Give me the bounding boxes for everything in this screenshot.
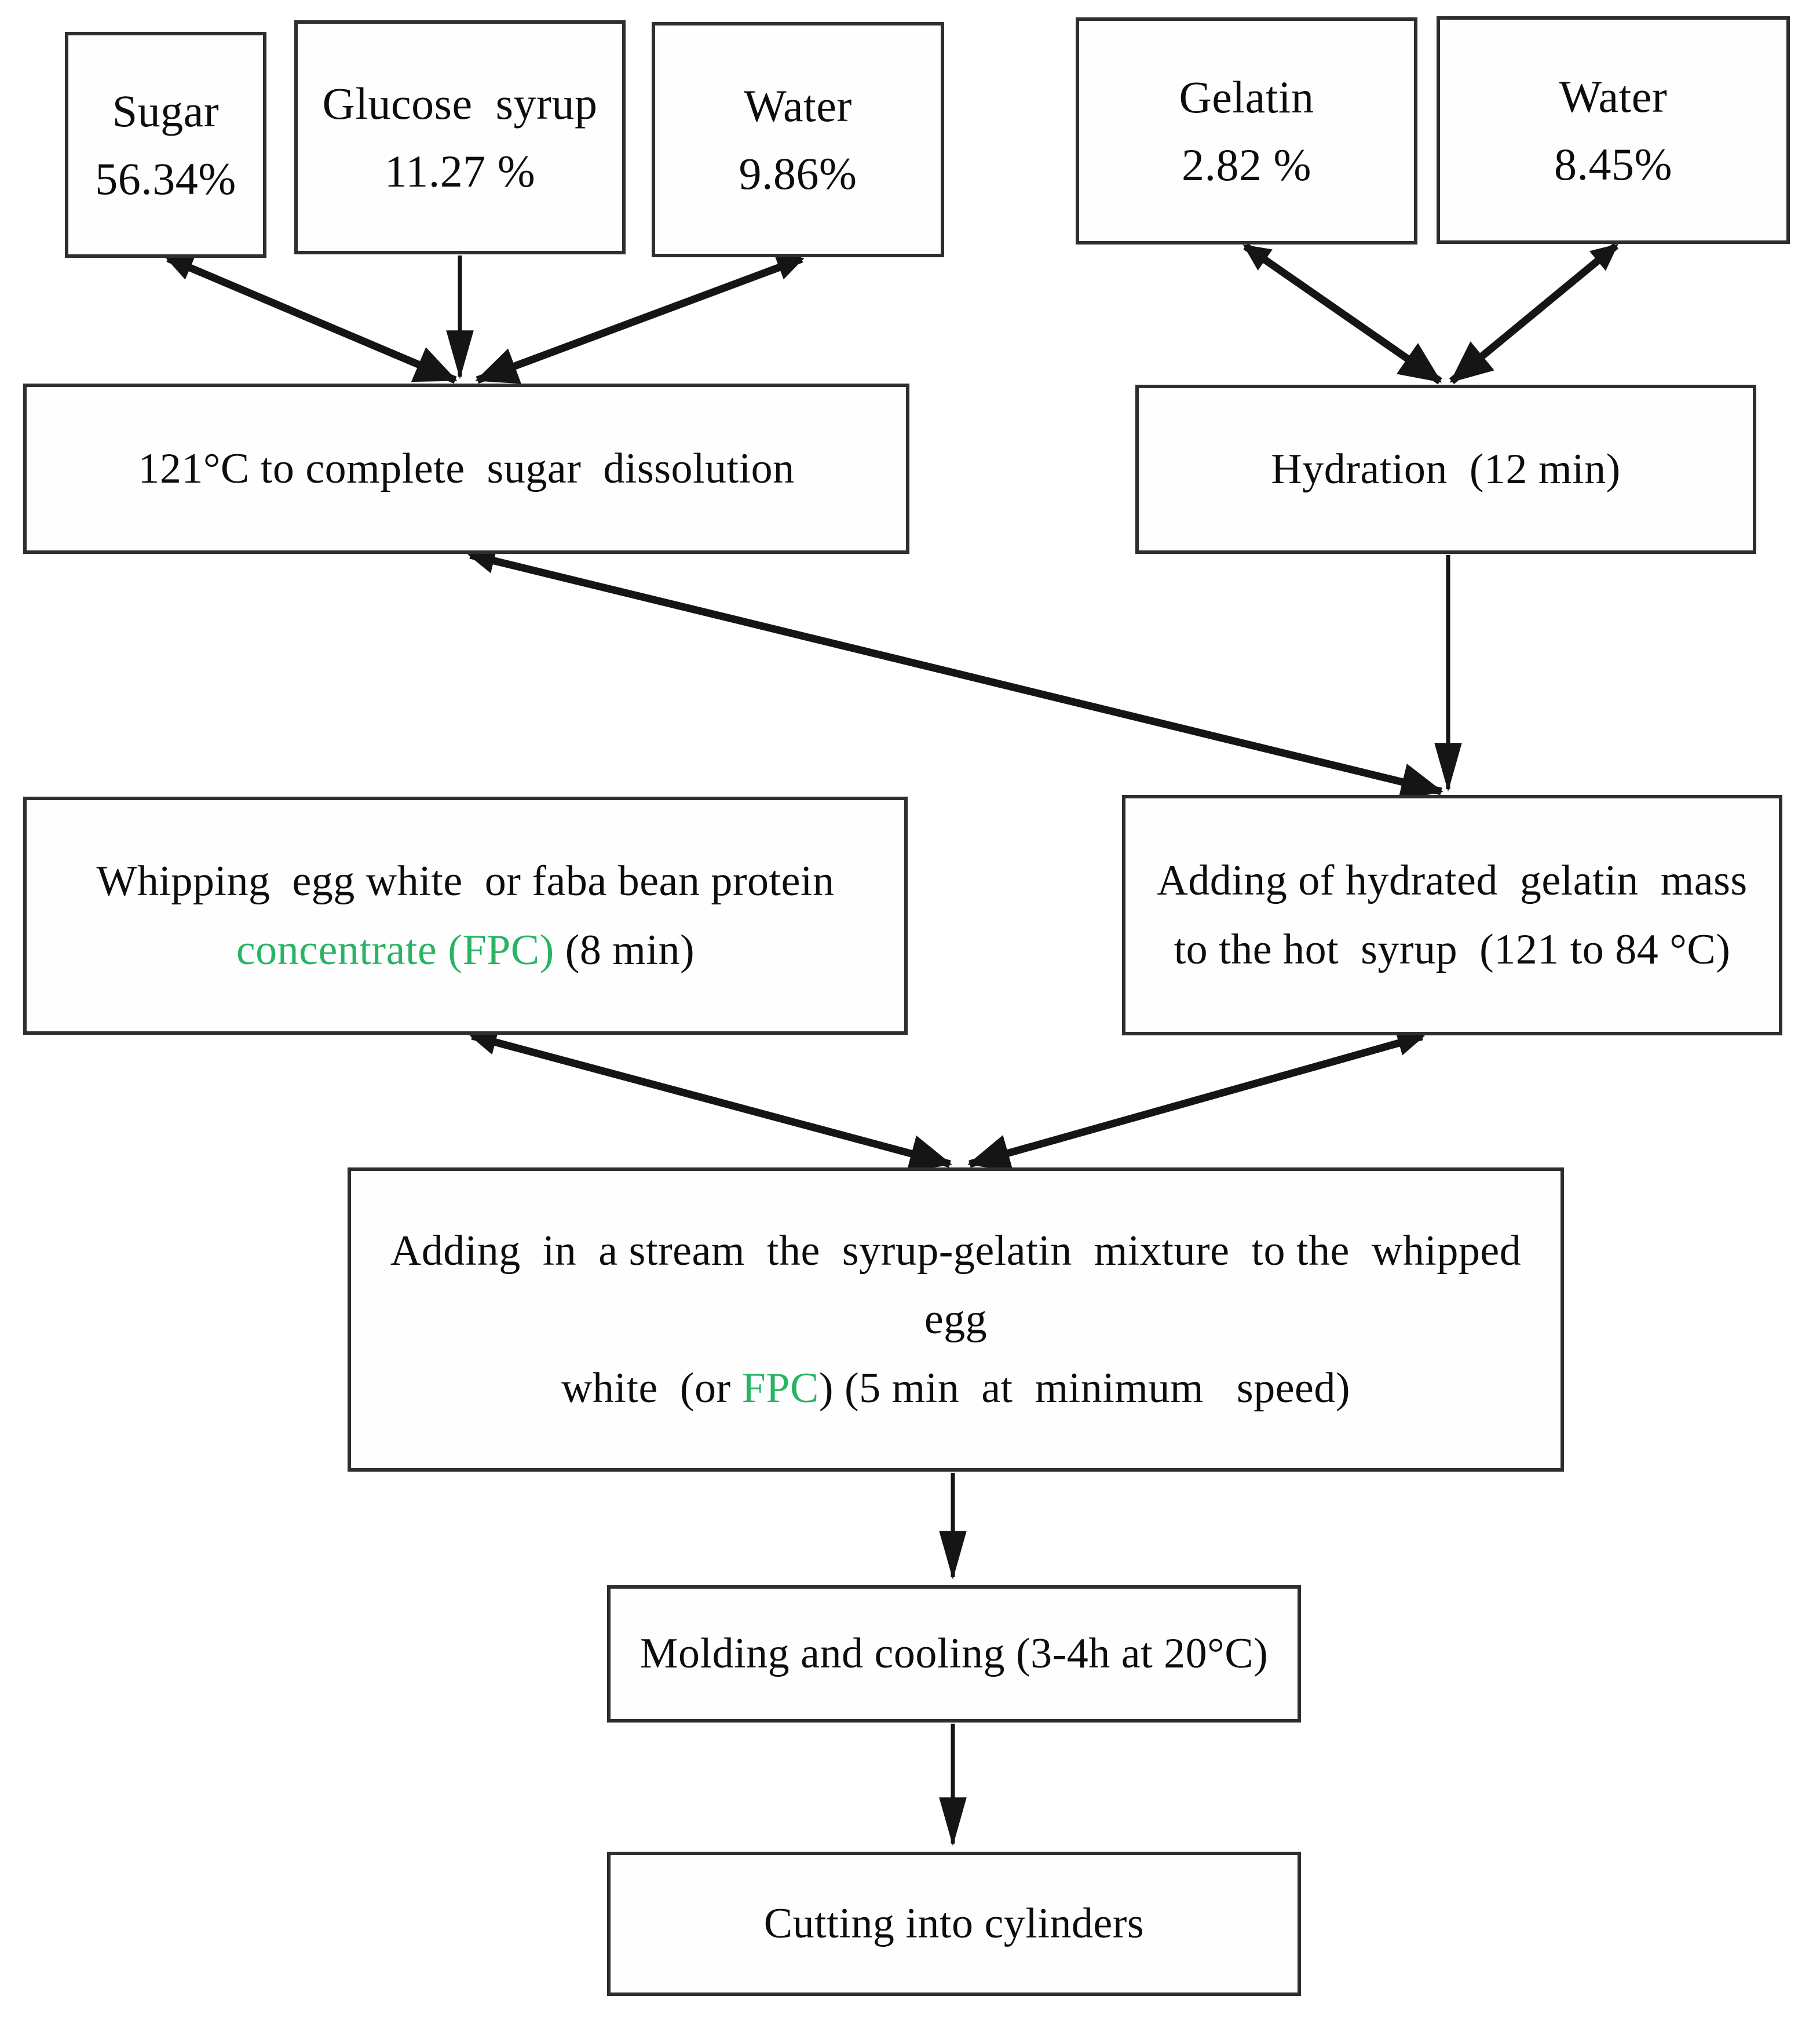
adding-gelatin-text-line2: to the hot syrup (121 to 84 °C) — [1174, 925, 1731, 973]
node-glucose-syrup: Glucose syrup 11.27 % — [294, 20, 626, 254]
arrow-whipping-to-mixing — [469, 1030, 952, 1172]
node-whipping: Whipping egg white or faba bean protein … — [23, 797, 908, 1035]
gelatin-label: Gelatin — [1179, 72, 1314, 122]
cutting-text: Cutting into cylinders — [763, 1900, 1145, 1948]
glucose-syrup-percentage: 11.27 % — [384, 146, 536, 196]
whipping-text-line2: concentrate (FPC) (8 min) — [236, 916, 695, 984]
node-gelatin: Gelatin 2.82 % — [1076, 17, 1417, 245]
node-adding-gelatin: Adding of hydrated gelatin mass to the h… — [1122, 795, 1782, 1035]
whipping-text-line1: Whipping egg white or faba bean protein — [96, 857, 835, 906]
node-water-left: Water 9.86% — [652, 22, 944, 257]
node-sugar: Sugar 56.34% — [65, 32, 266, 258]
arrow-water1-to-dissolution — [475, 255, 805, 384]
whipping-time-text: (8 min) — [554, 926, 695, 974]
water-right-percentage: 8.45% — [1554, 138, 1672, 189]
water-left-label: Water — [744, 81, 852, 131]
molding-text: Molding and cooling (3-4h at 20°C) — [639, 1630, 1269, 1678]
arrow-dissolution-to-adding-gelatin — [467, 548, 1443, 801]
node-water-right: Water 8.45% — [1437, 16, 1790, 244]
mixing-text-line2: white (or FPC) (5 min at minimum speed) — [561, 1354, 1350, 1422]
gelatin-percentage: 2.82 % — [1182, 140, 1311, 190]
hydration-text: Hydration (12 min) — [1271, 445, 1621, 493]
mixing-text-pre: white (or — [561, 1364, 742, 1412]
sugar-dissolution-text: 121°C to complete sugar dissolution — [138, 444, 795, 492]
node-hydration: Hydration (12 min) — [1135, 385, 1756, 554]
arrow-gelatin-to-hydration — [1242, 243, 1442, 385]
node-sugar-dissolution: 121°C to complete sugar dissolution — [23, 384, 909, 554]
mixing-text-line1: Adding in a stream the syrup-gelatin mix… — [390, 1227, 1544, 1344]
sugar-label: Sugar — [112, 86, 220, 136]
adding-gelatin-text-line1: Adding of hydrated gelatin mass — [1157, 857, 1748, 905]
whipping-fpc-green-text: concentrate (FPC) — [236, 926, 554, 974]
arrow-water2-to-hydration — [1449, 242, 1619, 385]
node-molding: Molding and cooling (3-4h at 20°C) — [607, 1585, 1301, 1723]
water-left-percentage: 9.86% — [739, 148, 857, 199]
arrow-sugar-to-dissolution — [165, 255, 458, 384]
node-cutting: Cutting into cylinders — [607, 1852, 1301, 1996]
mixing-fpc-green-text: FPC — [741, 1364, 819, 1412]
sugar-percentage: 56.34% — [95, 154, 236, 204]
arrow-adding-gelatin-to-mixing — [967, 1031, 1426, 1172]
mixing-text-post: ) (5 min at minimum speed) — [818, 1364, 1351, 1412]
water-right-label: Water — [1559, 71, 1668, 122]
glucose-syrup-label: Glucose syrup — [322, 78, 598, 129]
node-mixing: Adding in a stream the syrup-gelatin mix… — [348, 1167, 1564, 1472]
